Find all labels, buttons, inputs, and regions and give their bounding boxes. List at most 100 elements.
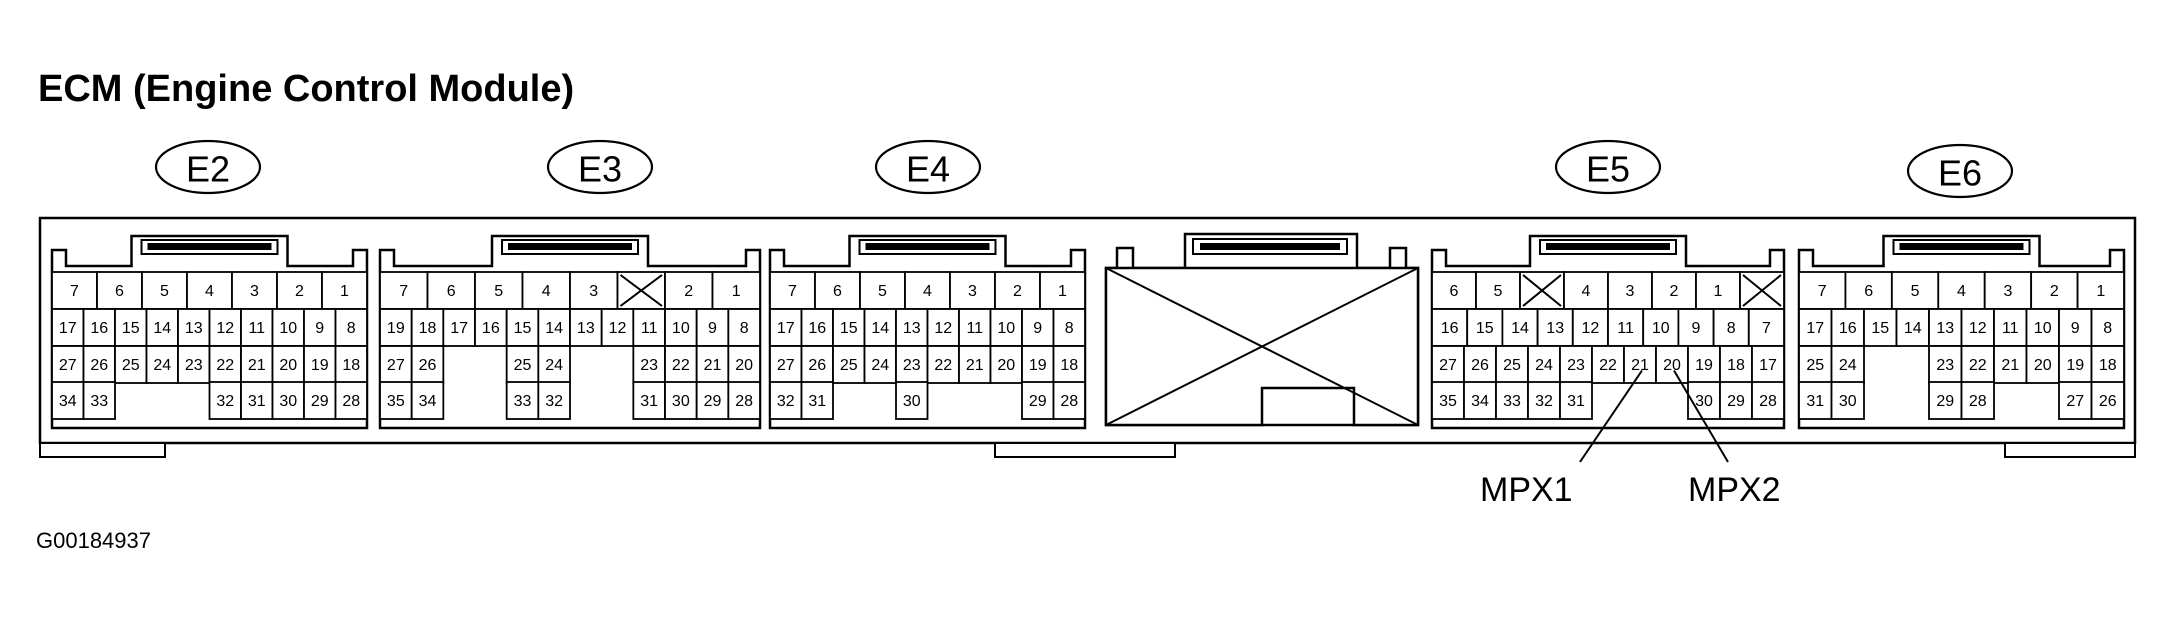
- pin-cell: [1039, 271, 1086, 310]
- pin-number: 9: [1692, 320, 1701, 337]
- pin-number: 18: [2099, 357, 2117, 374]
- pin-cell: [1463, 381, 1497, 420]
- pin-cell: [240, 345, 274, 384]
- pin-number: 1: [2096, 283, 2105, 300]
- pin-number: 13: [903, 320, 921, 337]
- pin-cell: [276, 271, 323, 310]
- pin-number: 7: [70, 283, 79, 300]
- pin-number: 23: [185, 357, 203, 374]
- pin-number: 30: [279, 393, 297, 410]
- pin-number: 19: [2066, 357, 2084, 374]
- pin-number: 11: [2002, 320, 2019, 337]
- pin-cell: [695, 308, 730, 347]
- pin-number: 21: [2001, 357, 2019, 374]
- pin-number: 24: [1535, 357, 1553, 374]
- pin-cell: [1960, 308, 1995, 347]
- pin-number: 5: [878, 283, 887, 300]
- pin-cell: [1798, 308, 1833, 347]
- pin-cell: [1687, 345, 1721, 384]
- pin-number: 15: [1476, 320, 1494, 337]
- pin-number: 29: [704, 393, 722, 410]
- pin-number: 13: [1546, 320, 1564, 337]
- pin-number: 33: [90, 393, 108, 410]
- pin-cell: [1651, 271, 1697, 310]
- mounting-tab: [39, 442, 166, 458]
- pin-cell: [769, 308, 803, 347]
- pin-cell: [832, 308, 866, 347]
- pin-number: 27: [387, 357, 405, 374]
- pin-cell: [51, 271, 98, 310]
- connector-latch-bar: [1899, 243, 2024, 250]
- mounting-tab: [2004, 442, 2136, 458]
- pin-number: 31: [248, 393, 266, 410]
- pin-number: 4: [1957, 283, 1966, 300]
- pin-number: 4: [1582, 283, 1591, 300]
- pin-number: 21: [1631, 357, 1649, 374]
- pin-number: 2: [1013, 283, 1022, 300]
- pin-number: 17: [59, 320, 77, 337]
- pin-cell: [1591, 345, 1625, 384]
- pin-number: 28: [342, 393, 360, 410]
- pin-cell: [410, 381, 445, 420]
- pin-cell: [1466, 308, 1504, 347]
- connector-label: E5: [1586, 149, 1630, 190]
- pin-number: 16: [482, 320, 500, 337]
- pin-cell: [505, 381, 540, 420]
- pin-number: 16: [808, 320, 826, 337]
- pin-number: 12: [609, 320, 627, 337]
- pin-number: 26: [419, 357, 437, 374]
- pin-number: 28: [1060, 393, 1078, 410]
- pin-number: 5: [494, 283, 503, 300]
- pin-number: 14: [1904, 320, 1922, 337]
- pin-number: 30: [1695, 393, 1713, 410]
- pin-cell: [632, 381, 666, 420]
- pin-number: 5: [160, 283, 169, 300]
- pin-cell: [1052, 308, 1086, 347]
- pin-number: 4: [923, 283, 932, 300]
- pin-cell: [926, 345, 960, 384]
- pin-number: 13: [185, 320, 203, 337]
- pin-cell: [1495, 381, 1529, 420]
- pin-number: 18: [1060, 357, 1078, 374]
- pin-number: 32: [1535, 393, 1553, 410]
- pin-number: 7: [1818, 283, 1827, 300]
- pin-number: 13: [1936, 320, 1954, 337]
- mounting-tab: [994, 442, 1176, 458]
- pin-cell: [800, 381, 834, 420]
- pin-number: 7: [1762, 320, 1771, 337]
- pin-cell: [1928, 345, 1963, 384]
- pin-number: 22: [1969, 357, 1987, 374]
- pin-number: 20: [735, 357, 753, 374]
- pin-number: 14: [1511, 320, 1529, 337]
- pin-number: 14: [871, 320, 889, 337]
- pin-cell: [410, 345, 445, 384]
- pin-cell: [1559, 381, 1593, 420]
- pin-number: 10: [1652, 320, 1670, 337]
- pin-number: 16: [1839, 320, 1857, 337]
- pin-number: 27: [777, 357, 795, 374]
- pin-cell: [727, 381, 761, 420]
- pin-cell: [1052, 381, 1086, 420]
- pin-number: 17: [777, 320, 795, 337]
- pin-cell: [695, 381, 730, 420]
- pin-number: 9: [2071, 320, 2080, 337]
- pin-cell: [1642, 308, 1680, 347]
- pin-cell: [1960, 381, 1995, 420]
- pin-number: 9: [315, 320, 324, 337]
- pin-number: 28: [1759, 393, 1777, 410]
- pin-cell: [1830, 381, 1865, 420]
- pin-number: 10: [279, 320, 297, 337]
- pin-number: 34: [1471, 393, 1489, 410]
- pin-number: 15: [514, 320, 532, 337]
- pin-number: 19: [387, 320, 405, 337]
- pin-number: 20: [279, 357, 297, 374]
- pin-number: 35: [1439, 393, 1457, 410]
- pin-cell: [303, 308, 337, 347]
- pin-number: 30: [1839, 393, 1857, 410]
- pin-number: 30: [903, 393, 921, 410]
- pin-number: 6: [833, 283, 842, 300]
- pin-number: 3: [589, 283, 598, 300]
